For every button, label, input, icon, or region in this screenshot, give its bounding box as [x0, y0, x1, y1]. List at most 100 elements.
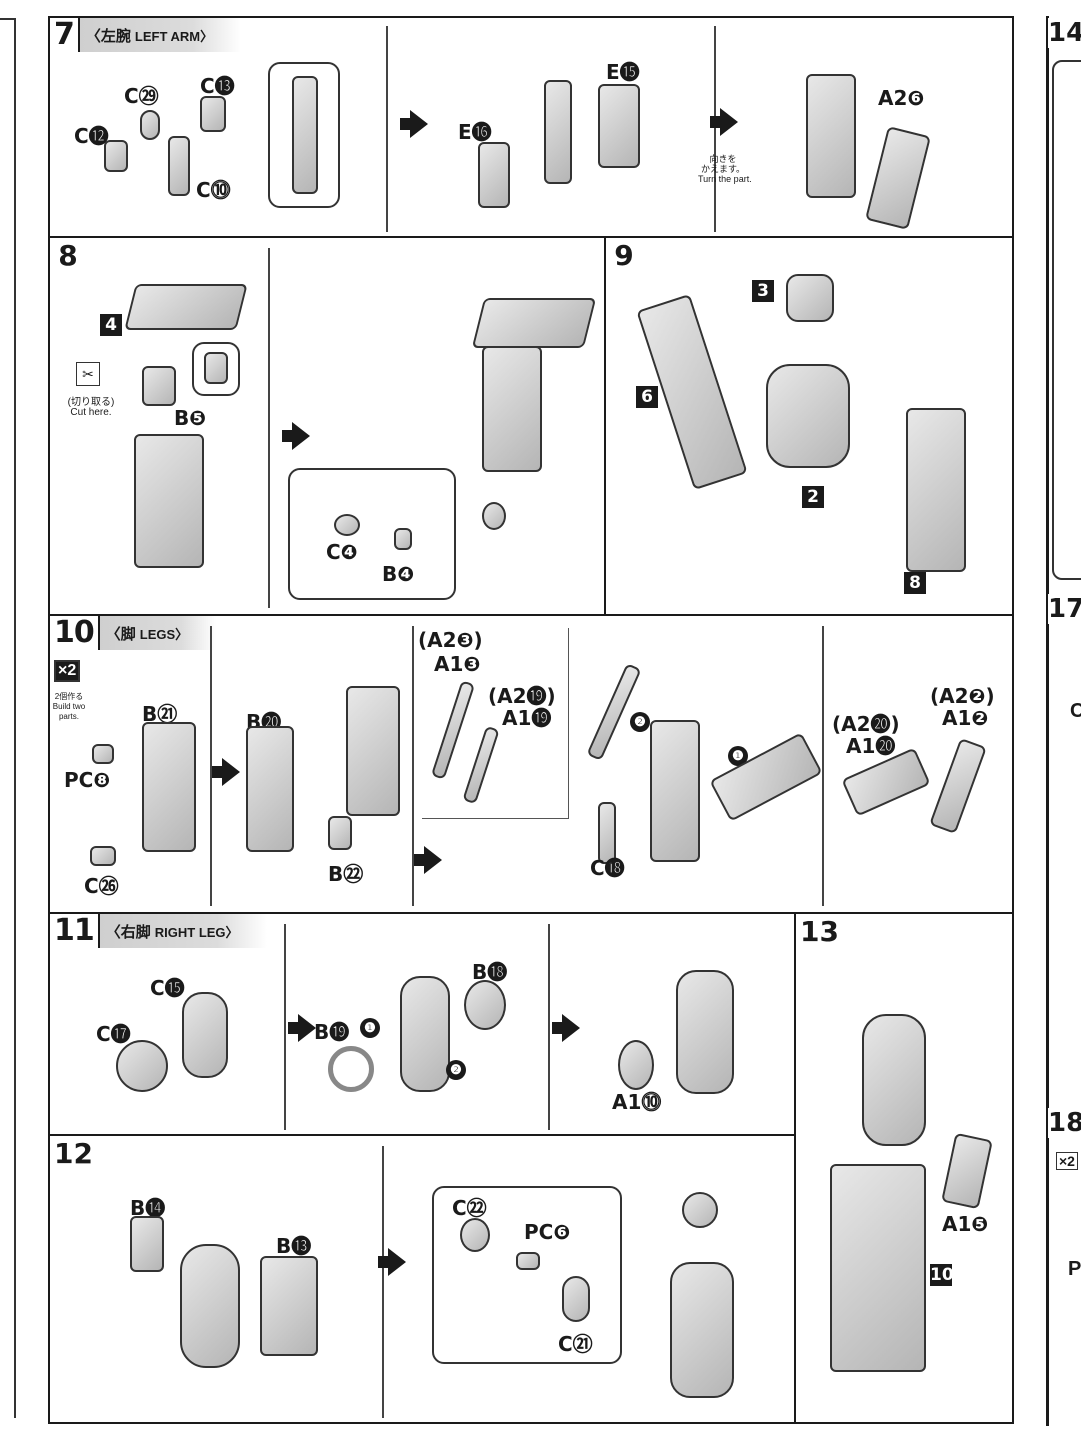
- step-9-number: 9: [614, 239, 634, 272]
- ref-assembly-2: 2: [802, 486, 824, 508]
- step-11-divider-1: [284, 924, 286, 1130]
- part-c18: [598, 802, 616, 864]
- part-leg-assembly: [650, 720, 700, 862]
- turn-part-jp-1: 向きを: [709, 154, 737, 164]
- part-joint-ball: [482, 502, 506, 530]
- part-e15: [598, 84, 640, 168]
- label-b13: B⓭: [276, 1234, 312, 1258]
- step-18-label: P: [1068, 1258, 1081, 1280]
- step-10-divider-2: [412, 626, 414, 906]
- label-a2-20: (A2⓴): [832, 712, 900, 736]
- step-10-divider-3: [822, 626, 824, 906]
- part-lower-leg-assembly: [862, 1014, 926, 1146]
- step-14-panel: [1052, 60, 1081, 580]
- label-c17: C⓱: [96, 1022, 131, 1046]
- part-e16: [478, 142, 510, 208]
- step-8-panel: 8 4 B❺ ✂ (切り取る) Cut here. C❹ B❹: [48, 236, 606, 616]
- step-7-divider-2: [714, 26, 716, 232]
- part-c26: [90, 846, 116, 866]
- cut-here-note: (切り取る) Cut here.: [56, 398, 126, 418]
- inset-frame-part: [292, 76, 318, 194]
- part-assembled-arm: [806, 74, 856, 198]
- part-c21: [562, 1276, 590, 1322]
- label-c18: C⓲: [590, 856, 625, 880]
- label-a1-10: A1⓾: [612, 1090, 662, 1114]
- step-11-panel: 11 〈右脚 RIGHT LEG〉 C⓯ C⓱ B⓳ ❶ B⓲ ❷ A1⓾: [48, 912, 796, 1136]
- ref-assembly-10: 10: [930, 1264, 954, 1286]
- step-8-number: 8: [58, 239, 78, 272]
- ref-assembly-3: 3: [752, 280, 774, 302]
- part-a1-5: [941, 1132, 993, 1210]
- part-c10: [168, 136, 190, 196]
- step-8-divider: [268, 248, 270, 608]
- label-c12: C⓬: [74, 124, 109, 148]
- step-17-label: C: [1070, 700, 1081, 722]
- step-14-number: 14: [1048, 18, 1081, 48]
- next-arrow: [400, 110, 428, 138]
- step-10-title-en: LEGS〉: [139, 626, 189, 642]
- build-two-multiplier: ×2: [54, 660, 81, 682]
- step-7-divider-1: [386, 26, 388, 232]
- label-c15: C⓯: [150, 976, 185, 1000]
- step-13-number: 13: [800, 915, 839, 948]
- part-c12: [104, 140, 128, 172]
- step-18-number: 18: [1048, 1108, 1081, 1138]
- label-pc6: PC❻: [524, 1220, 571, 1244]
- part-b22: [328, 816, 352, 850]
- part-b14: [130, 1216, 164, 1272]
- label-c13: C⓭: [200, 74, 235, 98]
- ankle-detail-inset: C㉒ PC❻ C㉑: [432, 1186, 622, 1364]
- next-arrow: [212, 758, 240, 786]
- step-9-panel: 9 3 6 2 8: [604, 236, 1014, 616]
- order-marker-1: ❶: [728, 746, 748, 766]
- part-assembled-lower-leg: [670, 1262, 734, 1398]
- step-7-title-en: LEFT ARM〉: [134, 28, 214, 44]
- joint-detail-inset: C❹ B❹: [288, 468, 456, 600]
- order-marker-1: ❶: [360, 1018, 380, 1038]
- step-12-divider: [382, 1146, 384, 1418]
- build-two-en-2: parts.: [58, 712, 79, 721]
- label-b5: B❺: [174, 406, 207, 430]
- part-c22: [460, 1218, 490, 1252]
- cut-here-en: Cut here.: [70, 407, 112, 418]
- build-two-jp: 2個作る: [54, 692, 84, 701]
- label-c21: C㉑: [558, 1332, 593, 1356]
- step-10-divider-1: [210, 626, 212, 906]
- label-pc8: PC❽: [64, 768, 111, 792]
- next-arrow: [378, 1248, 406, 1276]
- next-arrow: [414, 846, 442, 874]
- step-7-title-jp: 〈左腕: [85, 27, 131, 45]
- next-arrow: [710, 108, 738, 136]
- label-c29: C㉙: [124, 84, 159, 108]
- step-11-divider-2: [548, 924, 550, 1130]
- ref-assembly-8: 8: [904, 572, 926, 594]
- label-a1-3: A1❸: [434, 652, 481, 676]
- part-c4: [334, 514, 360, 536]
- label-a2-2: (A2❷): [930, 684, 995, 708]
- part-lower-leg: [180, 1244, 240, 1368]
- previous-page-edge: [0, 18, 16, 1418]
- part-head: [786, 274, 834, 322]
- part-inset-sprue: [268, 62, 340, 208]
- part-arm-frame: [544, 80, 572, 184]
- step-13-panel: 13 A1❺ 10: [794, 912, 1014, 1424]
- part-a1-10: [618, 1040, 654, 1090]
- step-18-multiplier: ×2: [1056, 1152, 1078, 1170]
- step-10-title-jp: 〈脚: [105, 625, 136, 643]
- label-c10: C⓾: [196, 178, 231, 202]
- label-c22: C㉒: [452, 1196, 487, 1220]
- turn-part-jp-2: かえます。: [700, 164, 746, 174]
- step-10-header: 10 〈脚 LEGS〉: [50, 615, 217, 650]
- part-b18: [464, 980, 506, 1030]
- armor-callout-box: [422, 628, 569, 819]
- turn-part-note: 向きを かえます。 Turn the part.: [698, 154, 752, 184]
- part-b13: [260, 1256, 318, 1356]
- label-a1-5: A1❺: [942, 1212, 989, 1236]
- cut-detail-part: [204, 352, 228, 384]
- step-10-panel: 10 〈脚 LEGS〉 ×2 2個作る Build two parts. B㉑ …: [48, 614, 1014, 914]
- part-knee-armor: [709, 732, 823, 822]
- build-two-note: 2個作る Build two parts.: [52, 692, 86, 722]
- part-pc8: [92, 744, 114, 764]
- step-10-number: 10: [54, 615, 95, 650]
- next-arrow: [282, 422, 310, 450]
